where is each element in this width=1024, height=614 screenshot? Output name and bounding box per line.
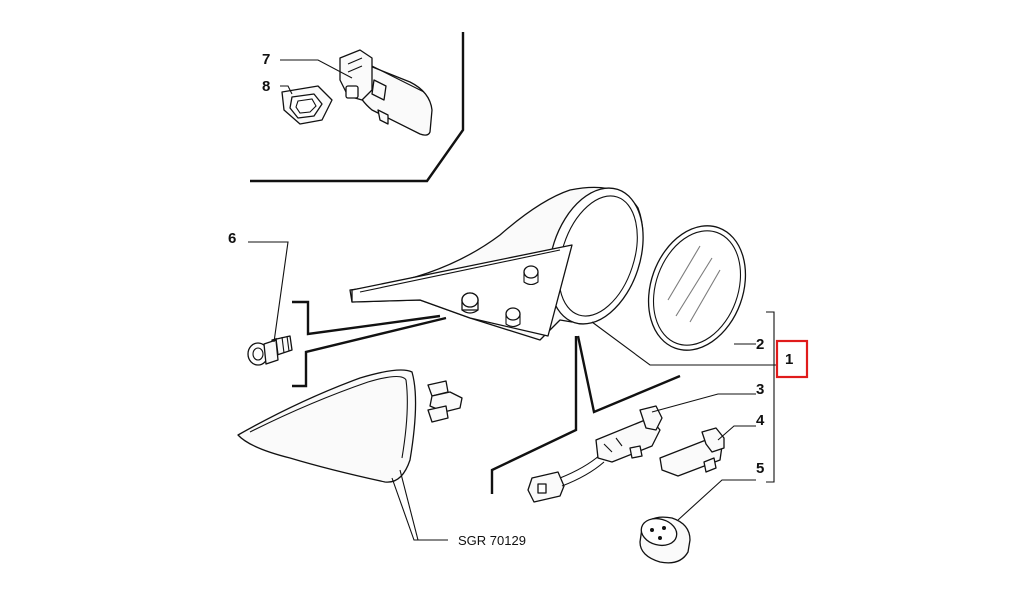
part-3-harness[interactable]	[527, 405, 663, 503]
callout-3: 3	[756, 381, 764, 398]
reference-code: SGR 70129	[458, 533, 526, 548]
callout-4: 4	[756, 412, 765, 429]
stud-2	[523, 265, 539, 286]
callout-6: 6	[228, 230, 236, 247]
stud-3	[505, 307, 521, 328]
trim-cover[interactable]	[237, 369, 417, 483]
callout-7: 7	[262, 51, 270, 68]
inset-frame	[250, 32, 465, 183]
callout-2: 2	[756, 336, 764, 353]
part-5-motor[interactable]	[638, 515, 691, 564]
callout-1: 1	[785, 351, 793, 368]
callout-1-highlight	[775, 339, 809, 379]
part-4-bracket[interactable]	[659, 427, 725, 477]
leader-lines	[248, 59, 776, 541]
part-6-screw[interactable]	[247, 335, 293, 366]
callout-5: 5	[756, 460, 764, 477]
retaining-clips[interactable]	[427, 380, 463, 423]
part-2-mirror-glass[interactable]	[632, 212, 762, 364]
mirror-housing[interactable]	[349, 176, 659, 341]
part-8-mount-cover[interactable]	[281, 85, 333, 125]
part-7-interior-mirror[interactable]	[339, 49, 433, 136]
callout-8: 8	[262, 78, 270, 95]
stud-1	[461, 292, 479, 314]
callout-labels: 7 8 6 2 1 3 4 5 SGR 70129	[228, 51, 793, 548]
